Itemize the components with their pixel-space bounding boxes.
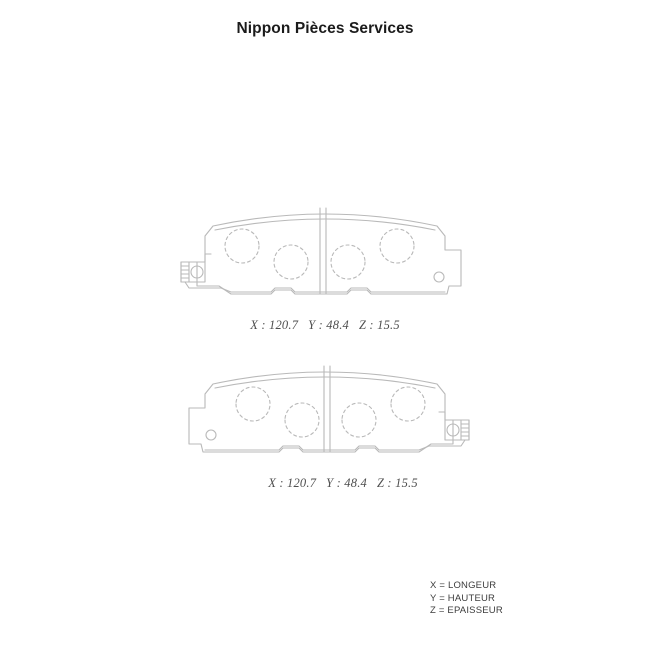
pad-locating-hole: [433, 271, 445, 283]
wear-sensor-plate: [180, 261, 190, 283]
pad-hole-2: [341, 402, 377, 438]
pad-bottom-rail: [204, 287, 446, 293]
pad-hole-3: [284, 402, 320, 438]
legend-row-longeur: X = LONGEUR: [430, 580, 497, 591]
wear-sensor-clip: [434, 411, 470, 447]
brake-pad-drawing-right: [188, 365, 470, 453]
wear-sensor-eyelet: [190, 265, 204, 279]
legend-row-hauteur: Y = HAUTEUR: [430, 592, 496, 604]
wear-sensor-clip: [180, 253, 216, 289]
wear-sensor-body: [180, 261, 206, 283]
dimension-legend: X = LONGEUR Y = HAUTEUR Z = EPAISSEUR: [430, 580, 503, 618]
page-title: Nippon Pièces Services: [236, 20, 414, 37]
pad-bottom-rail: [204, 445, 446, 451]
pad-hole-2: [273, 244, 309, 280]
wear-sensor-eyelet: [446, 423, 460, 437]
pad-top-edge-inner: [214, 218, 436, 231]
wear-sensor-plate: [460, 419, 470, 441]
pad-outline: [188, 371, 454, 453]
wear-sensor-lead: [438, 411, 446, 421]
pad-top-edge-inner: [214, 376, 436, 389]
wear-sensor-body: [444, 419, 470, 441]
dimension-label-2: X : 120.7 Y : 48.4 Z : 15.5: [268, 476, 418, 490]
pad-hole-3: [330, 244, 366, 280]
pad-hole-1: [390, 386, 426, 422]
wear-sensor-tail: [184, 281, 216, 289]
wear-sensor-tail: [434, 439, 466, 447]
dimension-label-1: X : 120.7 Y : 48.4 Z : 15.5: [250, 318, 400, 332]
brake-pad-figure-1: X : 120.7 Y : 48.4 Z : 15.5: [0, 200, 650, 333]
pad-hole-4: [235, 386, 271, 422]
pad-locating-hole: [205, 429, 217, 441]
brake-pad-figure-2: X : 120.7 Y : 48.4 Z : 15.5: [0, 358, 650, 491]
pad-outline: [196, 213, 462, 295]
pad-hole-4: [379, 228, 415, 264]
legend-row-epaisseur: Z = EPAISSEUR: [430, 605, 503, 616]
pad-hole-1: [224, 228, 260, 264]
brake-pad-drawing-left: [180, 207, 462, 295]
wear-sensor-lead: [204, 253, 212, 263]
